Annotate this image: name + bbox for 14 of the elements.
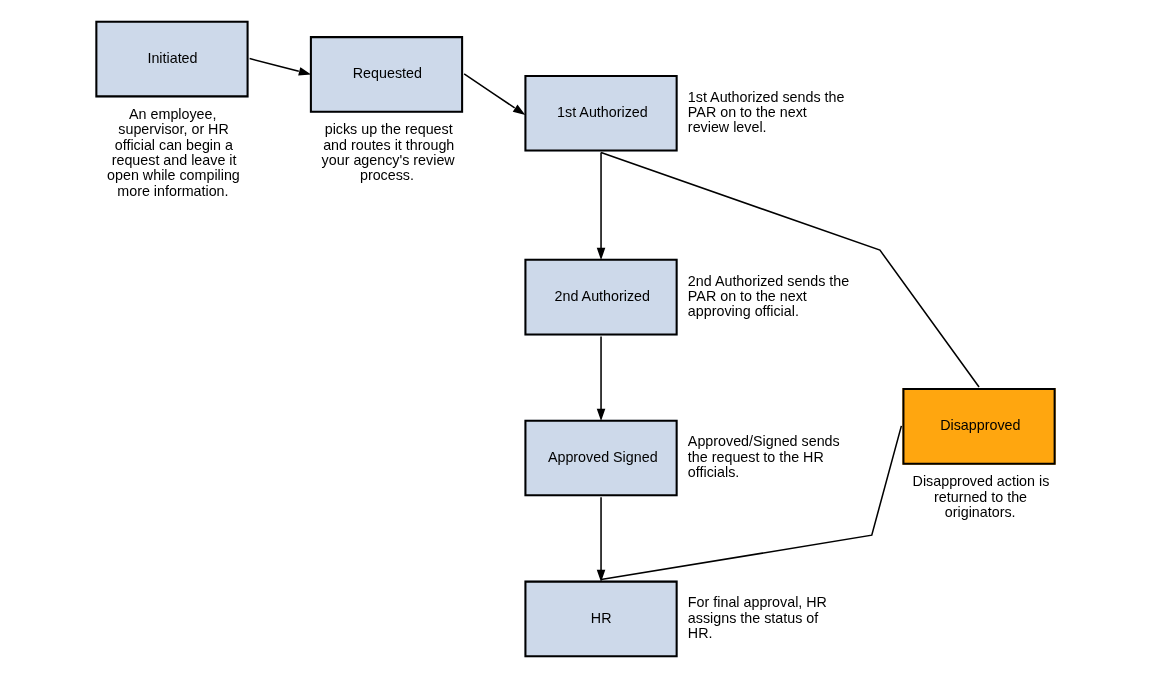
node-label: An employee, supervisor, or HR official can begin a request and leave it open while compiling more information. <box>107 106 240 199</box>
node-label: Approved/Signed sends the request to the HR officials. <box>687 433 840 481</box>
arrow <box>248 57 312 76</box>
connector <box>600 151 980 388</box>
arrow <box>596 496 606 582</box>
node-label: 2nd Authorized sends the PAR on to the next approving official. <box>687 272 850 320</box>
connector <box>600 425 903 581</box>
node-label: picks up the request and routes it through your agency's review process. <box>321 121 455 184</box>
node-label: For final approval, HR assigns the status of HR. <box>687 594 827 642</box>
arrow <box>596 151 606 261</box>
arrow <box>596 335 606 421</box>
node-label: Disapproved action is returned to the originators. <box>912 473 1050 520</box>
arrow <box>463 73 526 116</box>
node-label: 1st Authorized sends the PAR on to the next review level. <box>687 88 845 136</box>
